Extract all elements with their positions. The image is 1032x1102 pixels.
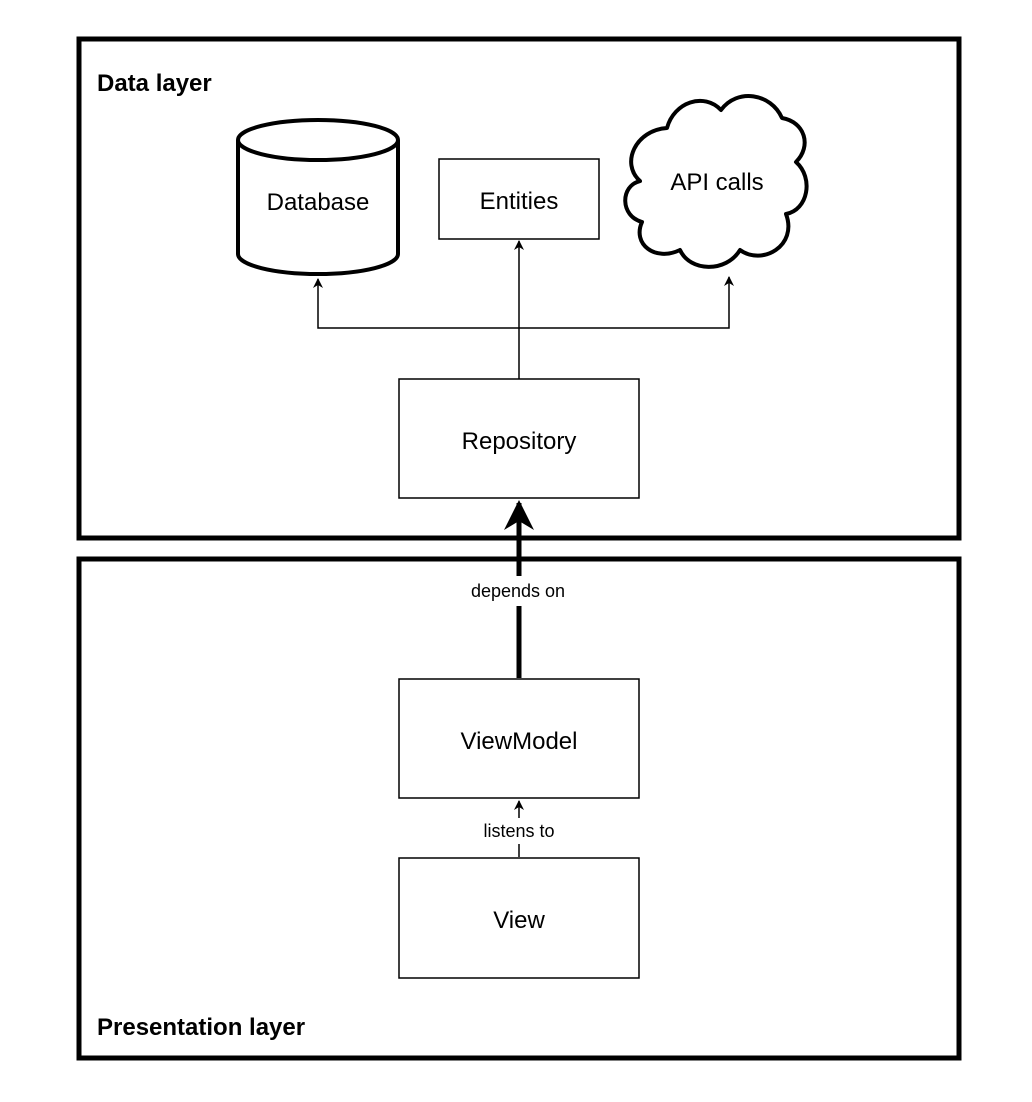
depends-on-label-bg [452, 576, 586, 606]
database-node: Database [236, 118, 400, 276]
listens-to-label: listens to [483, 821, 554, 841]
edge-viewmodel-to-repository: depends on [452, 500, 586, 678]
view-label: View [493, 907, 545, 934]
database-cylinder-body [236, 140, 400, 276]
edge-repository-to-database [313, 278, 519, 329]
repository-dependency-edges [313, 240, 734, 379]
data-layer-title: Data layer [97, 70, 212, 97]
api-calls-node: API calls [623, 94, 809, 269]
api-calls-cloud [623, 94, 809, 269]
repository-label: Repository [462, 428, 577, 455]
viewmodel-label: ViewModel [461, 728, 578, 755]
entities-label: Entities [480, 188, 559, 215]
database-cylinder-top [236, 118, 400, 162]
edge-view-to-viewmodel: listens to [470, 800, 568, 857]
repository-box [398, 378, 640, 499]
viewmodel-node: ViewModel [398, 678, 640, 799]
api-calls-label: API calls [670, 169, 763, 196]
entities-node: Entities [438, 158, 600, 240]
edge-repository-to-api-calls [519, 276, 734, 329]
repository-node: Repository [398, 378, 640, 499]
presentation-layer-title: Presentation layer [97, 1014, 305, 1041]
view-node: View [398, 857, 640, 979]
database-label: Database [267, 189, 370, 216]
depends-on-label: depends on [471, 581, 565, 601]
viewmodel-box [398, 678, 640, 799]
listens-to-label-bg [470, 818, 568, 844]
view-box [398, 857, 640, 979]
entities-box [438, 158, 600, 240]
